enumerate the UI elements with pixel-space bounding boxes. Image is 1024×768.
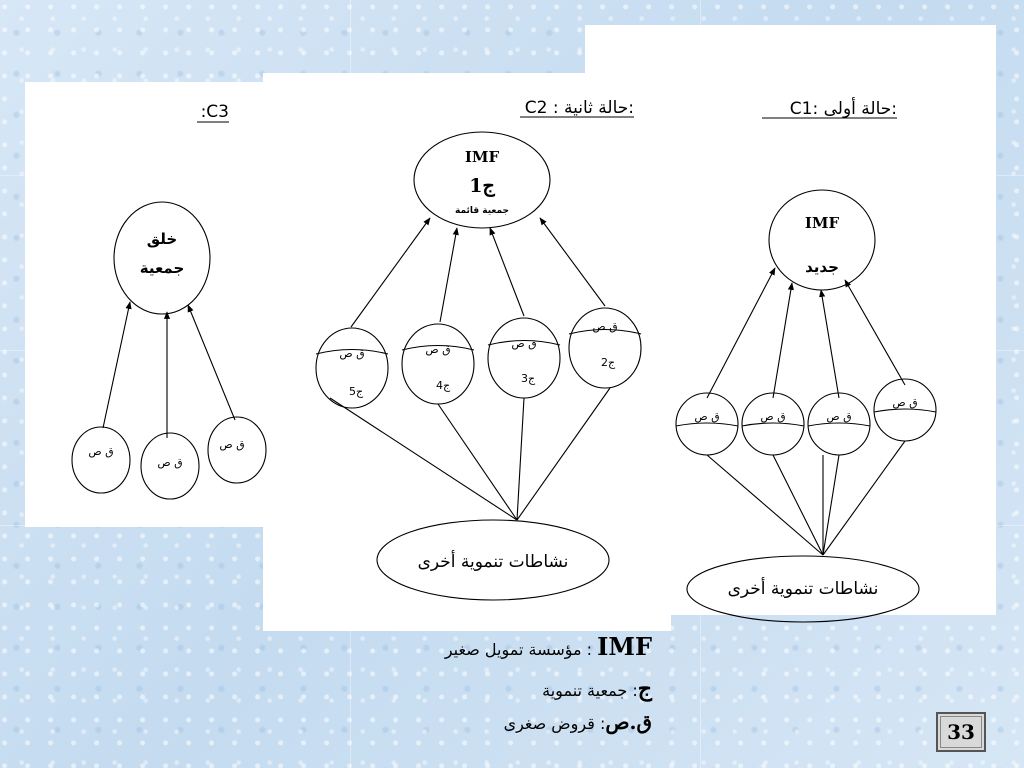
case3-loan-label: ق ص (88, 445, 113, 458)
case2-loan-label: ق ص (592, 320, 617, 333)
case1-loan-label: ق ص (826, 410, 851, 423)
case2-sub-label: ج4 (436, 379, 451, 392)
case1-hub-title: IMF (805, 214, 840, 232)
case1-loan-label: ق ص (694, 410, 719, 423)
case2-connector (516, 387, 611, 521)
case3-hub-line1: خلق (147, 230, 177, 248)
page-number-box: 33 (936, 712, 986, 752)
case2-loan-divider (401, 345, 475, 351)
legend-row: ق.ص: قروض صغرى (504, 710, 652, 734)
case1-loan-divider (741, 422, 805, 427)
case1-loan-divider (873, 408, 937, 413)
page-number: 33 (947, 720, 975, 744)
case1-loan-divider (675, 422, 739, 427)
legend-term: IMF (597, 632, 652, 661)
case2-activities-label: نشاطات تنموية أخرى (418, 550, 569, 572)
case1-loan-label: ق ص (892, 396, 917, 409)
case1-connector (772, 454, 824, 556)
case2-connector (516, 397, 525, 521)
case3-loan-circle (140, 432, 200, 500)
legend-definition: : جمعية تنموية (542, 681, 638, 700)
case2-loan-circle (315, 327, 389, 409)
case3-heading: :C3 (201, 102, 229, 122)
case2-hub-subtitle: جمعية قائمة (455, 206, 509, 216)
legend-term: ج (637, 676, 652, 702)
case2-hub-circle (413, 131, 551, 229)
case2-panel (263, 73, 671, 631)
legend: IMF : مؤسسة تمويل صغير ج: جمعية تنموية ق… (380, 632, 652, 742)
case1-activities-label: نشاطات تنموية أخرى (728, 577, 879, 599)
case2-arrow (350, 217, 431, 328)
case1-diagram (675, 117, 937, 623)
case3-loan-label: ق ص (219, 438, 244, 451)
case2-connector (329, 397, 518, 521)
case1-hub-subtitle: جديد (805, 258, 839, 276)
case1-connector (822, 454, 840, 556)
case2-loan-label: ق ص (511, 337, 536, 350)
case3-panel (25, 82, 270, 527)
case2-loan-label: ق ص (339, 347, 364, 360)
case1-connector (706, 454, 824, 556)
case1-connector (822, 440, 906, 556)
case2-loan-circle (401, 323, 475, 405)
case2-diagram (315, 116, 642, 601)
case2-sub-label: ج2 (601, 356, 616, 369)
case1-arrow (772, 282, 794, 399)
case2-hub-number: ج1 (469, 175, 495, 197)
case2-heading: C2 : حالة ثانية: (525, 98, 634, 118)
case2-arrow (489, 227, 525, 317)
case2-arrow (539, 217, 606, 307)
legend-definition: : مؤسسة تمويل صغير (444, 640, 598, 659)
case3-loan-circle (207, 416, 267, 484)
case3-diagram (71, 121, 267, 500)
case2-loan-label: ق ص (425, 343, 450, 356)
case3-hub-circle (113, 201, 211, 315)
case2-hub-title: IMF (465, 148, 500, 166)
case2-loan-divider (487, 340, 561, 346)
legend-row: IMF : مؤسسة تمويل صغير (445, 632, 652, 661)
case2-sub-label: ج3 (521, 372, 536, 385)
case2-activities-oval (376, 519, 610, 601)
case3-loan-label: ق ص (157, 456, 182, 469)
case1-loan-divider (807, 422, 871, 427)
case3-loan-circle (71, 426, 131, 494)
case1-heading: C1: حالة أولى: (790, 97, 897, 119)
case1-loan-label: ق ص (760, 410, 785, 423)
case3-arrow (102, 301, 132, 429)
case3-hub-line2: جمعية (140, 259, 185, 277)
case1-arrow (706, 267, 776, 399)
case2-loan-circle (487, 317, 561, 399)
case2-loan-divider (315, 349, 389, 355)
case1-arrow (844, 279, 906, 386)
case2-sub-label: ج5 (349, 385, 364, 398)
legend-definition: : قروض صغرى (503, 714, 606, 733)
case1-arrow (819, 289, 840, 399)
case2-loan-divider (568, 329, 642, 335)
case2-arrow (439, 227, 459, 323)
legend-term: ق.ص (605, 710, 652, 734)
case3-arrow (187, 304, 236, 421)
legend-row: ج: جمعية تنموية (542, 676, 652, 702)
case1-activities-oval (686, 555, 920, 623)
case2-connector (437, 403, 518, 521)
case2-loan-circle (568, 307, 642, 389)
